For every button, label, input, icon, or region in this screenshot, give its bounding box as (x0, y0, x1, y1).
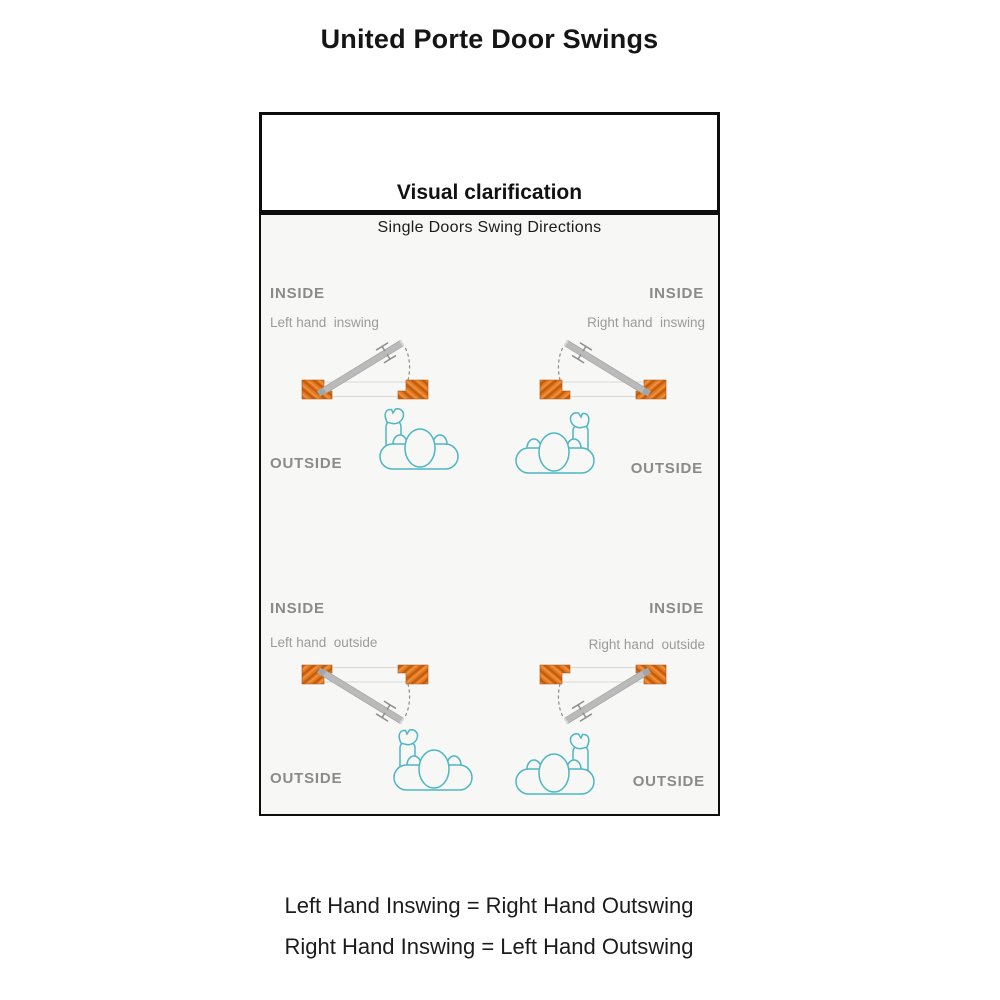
inside-label-bottom-left: INSIDE (270, 600, 325, 617)
swing-type-label-top-left: Left hand inswing (270, 315, 379, 330)
outside-label-top-right: OUTSIDE (630, 460, 703, 477)
door-swing-diagram-bottom-right (536, 662, 670, 726)
inside-label-top-left: INSIDE (270, 285, 325, 302)
inside-label-bottom-right: INSIDE (649, 600, 704, 617)
swing-type-label-bottom-right: Right hand outside (588, 637, 705, 652)
swing-type-label-bottom-left: Left hand outside (270, 635, 378, 650)
person-raised-hand-icon-bottom-right (514, 732, 596, 796)
inside-label-top-right: INSIDE (649, 285, 704, 302)
clarification-panel: Visual clarification Single Doors Swing … (259, 112, 720, 816)
door-swing-diagram-bottom-left (298, 662, 432, 726)
outside-label-top-left: OUTSIDE (270, 455, 343, 472)
equivalence-note-1: Left Hand Inswing = Right Hand Outswing (284, 893, 694, 918)
person-raised-hand-icon-top-right (514, 411, 596, 475)
equivalence-note-2: Right Hand Inswing = Left Hand Outswing (284, 934, 694, 959)
door-swing-diagram-top-right (536, 338, 670, 402)
equivalence-notes: Left Hand Inswing = Right Hand Outswing … (239, 893, 739, 975)
person-raised-hand-icon-top-left (378, 407, 460, 471)
panel-header: Visual clarification (259, 112, 720, 213)
outside-label-bottom-left: OUTSIDE (270, 770, 343, 787)
panel-title: Visual clarification (396, 181, 583, 204)
person-raised-hand-icon-bottom-left (392, 728, 474, 792)
swing-type-label-top-right: Right hand inswing (587, 315, 705, 330)
door-swing-diagram-top-left (298, 338, 432, 402)
page-title: United Porte Door Swings (320, 24, 659, 54)
panel-subtitle: Single Doors Swing Directions (377, 219, 602, 236)
panel-body: Single Doors Swing Directions INSIDE Lef… (259, 213, 720, 816)
outside-label-bottom-right: OUTSIDE (632, 773, 705, 790)
